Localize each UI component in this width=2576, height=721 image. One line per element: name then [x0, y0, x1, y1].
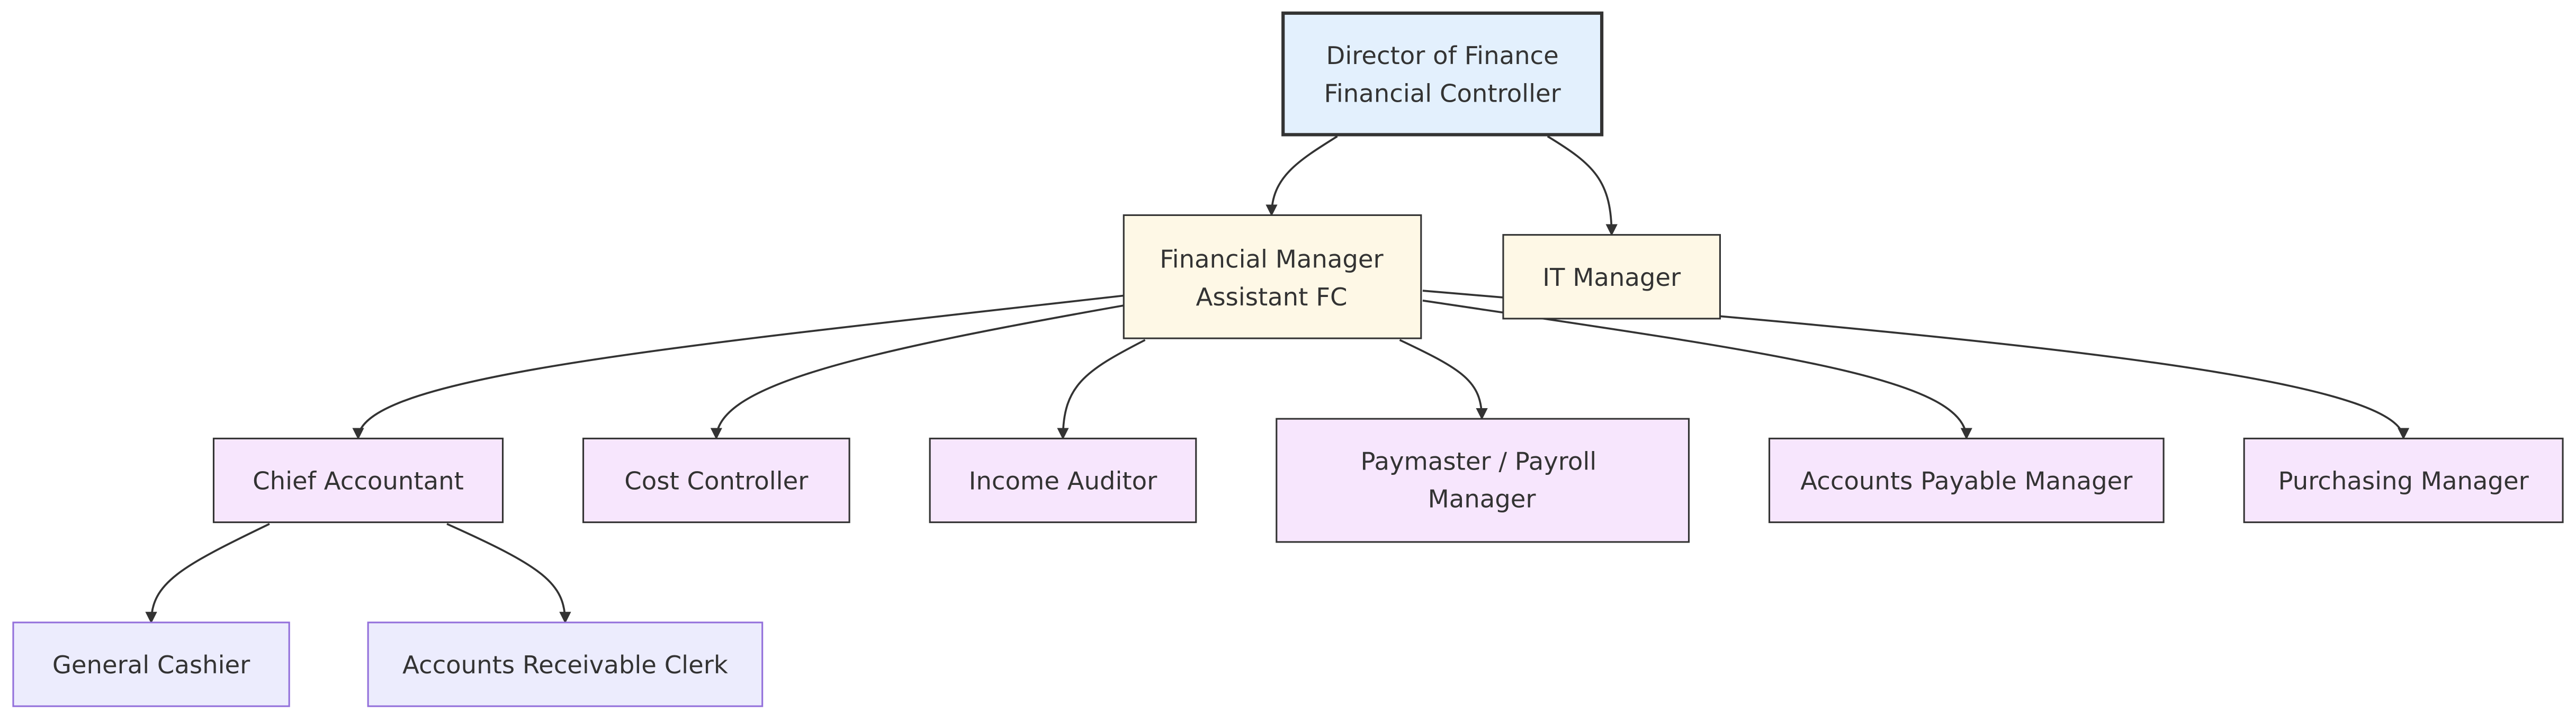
- node-purchasing[interactable]: Purchasing Manager: [2243, 437, 2564, 524]
- node-accounts-receivable[interactable]: Accounts Receivable Clerk: [367, 621, 764, 707]
- node-accounts-payable[interactable]: Accounts Payable Manager: [1768, 437, 2165, 524]
- node-label: Cost Controller: [624, 467, 809, 495]
- node-label: General Cashier: [52, 651, 250, 679]
- node-paymaster[interactable]: Paymaster / Payroll Manager: [1276, 418, 1690, 543]
- node-label: Director of Finance: [1326, 41, 1559, 70]
- node-label: Manager: [1428, 485, 1537, 513]
- node-label: Paymaster / Payroll: [1361, 447, 1597, 475]
- edge-fm-income: [1057, 339, 1146, 440]
- edge-fm-cost: [710, 304, 1124, 440]
- edges: [145, 135, 2410, 624]
- edge-director-it: [1547, 135, 1618, 236]
- node-financial-manager[interactable]: Financial Manager Assistant FC: [1123, 214, 1422, 339]
- node-it-manager[interactable]: IT Manager: [1502, 234, 1721, 320]
- node-label: Assistant FC: [1196, 283, 1348, 311]
- edge-director-fm: [1265, 135, 1338, 217]
- node-label: Accounts Payable Manager: [1800, 467, 2133, 495]
- edge-fm-chief: [352, 294, 1124, 440]
- node-label: Income Auditor: [969, 467, 1157, 495]
- node-label: Financial Manager: [1160, 245, 1384, 274]
- node-chief-accountant[interactable]: Chief Accountant: [212, 437, 504, 524]
- node-cost-controller[interactable]: Cost Controller: [582, 437, 850, 524]
- node-label: Purchasing Manager: [2278, 467, 2529, 495]
- edge-chief-ar: [446, 523, 571, 624]
- node-label: Financial Controller: [1324, 79, 1561, 107]
- node-general-cashier[interactable]: General Cashier: [12, 621, 290, 707]
- node-label: IT Manager: [1542, 263, 1681, 292]
- edge-fm-ap: [1422, 299, 1972, 440]
- node-label: Accounts Receivable Clerk: [402, 651, 728, 679]
- edge-fm-paymaster: [1399, 339, 1488, 420]
- edge-chief-cashier: [145, 523, 270, 624]
- node-income-auditor[interactable]: Income Auditor: [929, 437, 1197, 524]
- node-director[interactable]: Director of Finance Financial Controller: [1281, 11, 1604, 137]
- node-label: Chief Accountant: [253, 467, 464, 495]
